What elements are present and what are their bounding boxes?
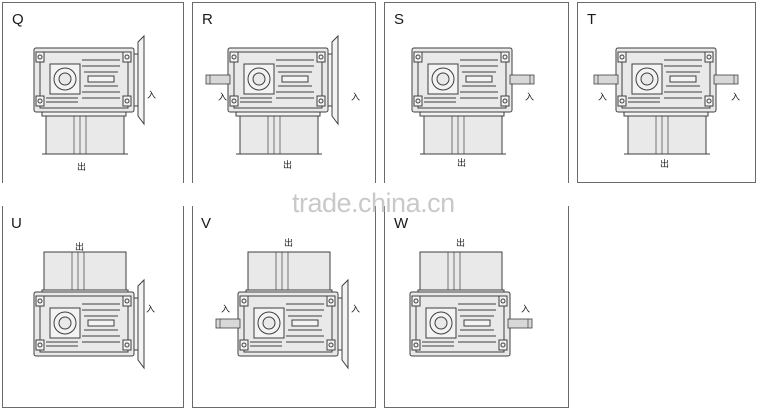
q-output-label: 出 (77, 161, 86, 173)
panel-r-label: R (202, 11, 213, 28)
t-output-label: 出 (660, 158, 669, 170)
gearbox-q (33, 35, 145, 155)
panel-q-label: Q (12, 11, 24, 28)
r-input-left-label: 入 (218, 92, 227, 103)
gearbox-s (411, 47, 535, 155)
gearbox-t (593, 47, 739, 155)
watermark: trade.china.cn (292, 188, 455, 218)
row-divider-band (0, 183, 760, 206)
r-input-right-label: 入 (351, 92, 360, 103)
v-input-right-label: 入 (351, 304, 360, 315)
v-output-label: 出 (284, 237, 293, 249)
v-input-left-label: 入 (221, 304, 230, 315)
w-input-label: 入 (521, 304, 530, 315)
t-input-right-label: 入 (731, 92, 740, 103)
panel-t-label: T (587, 11, 597, 28)
q-input-label: 入 (147, 90, 156, 101)
r-output-label: 出 (283, 159, 292, 171)
panel-v-label: V (201, 215, 212, 232)
u-input-label: 入 (146, 304, 155, 315)
s-input-label: 入 (525, 92, 534, 103)
panel-u-label: U (11, 215, 22, 232)
gearbox-v (215, 251, 349, 369)
panel-s-label: S (394, 11, 405, 28)
gearbox-w (409, 251, 533, 357)
gearbox-u (33, 251, 145, 369)
t-input-left-label: 入 (598, 92, 607, 103)
s-output-label: 出 (457, 157, 466, 169)
w-output-label: 出 (456, 237, 465, 249)
u-output-label: 出 (75, 241, 84, 253)
panel-w-label: W (394, 215, 409, 232)
